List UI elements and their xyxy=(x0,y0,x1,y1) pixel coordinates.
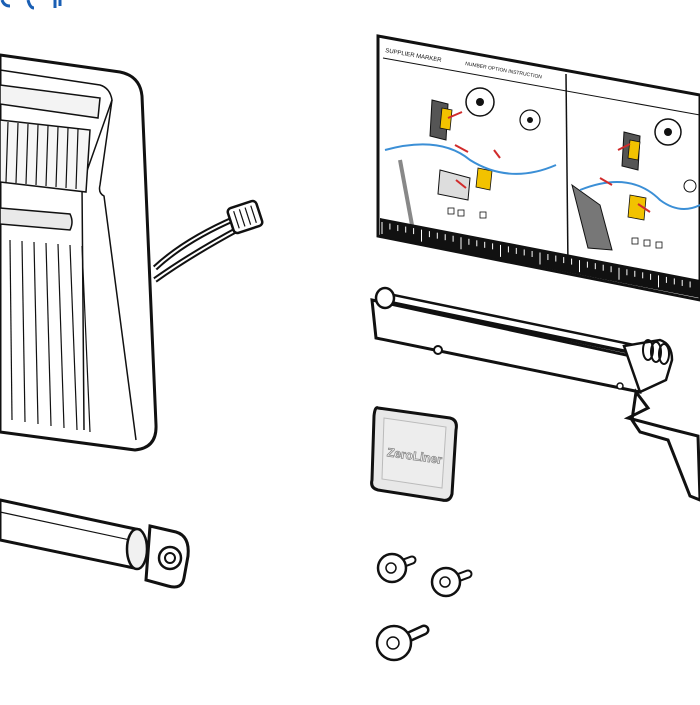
zeroliner-badge: ZeroLiner xyxy=(370,406,458,502)
cropped-heading-fragment xyxy=(0,0,62,10)
right-panel-illustration xyxy=(571,118,700,251)
ruler-ticks xyxy=(381,222,691,288)
screw-2 xyxy=(430,566,473,598)
screw-3 xyxy=(375,624,430,662)
left-panel-illustration xyxy=(384,87,557,226)
cable-connector xyxy=(152,199,264,283)
screw-1 xyxy=(376,552,417,584)
platen-roller xyxy=(0,498,190,589)
instruction-label-sheet: SUPPLIER MARKER NUMBER OPTION INSTRUCTIO… xyxy=(376,34,700,302)
peel-bar-assembly xyxy=(370,286,700,502)
printer-media-cover xyxy=(0,53,158,452)
